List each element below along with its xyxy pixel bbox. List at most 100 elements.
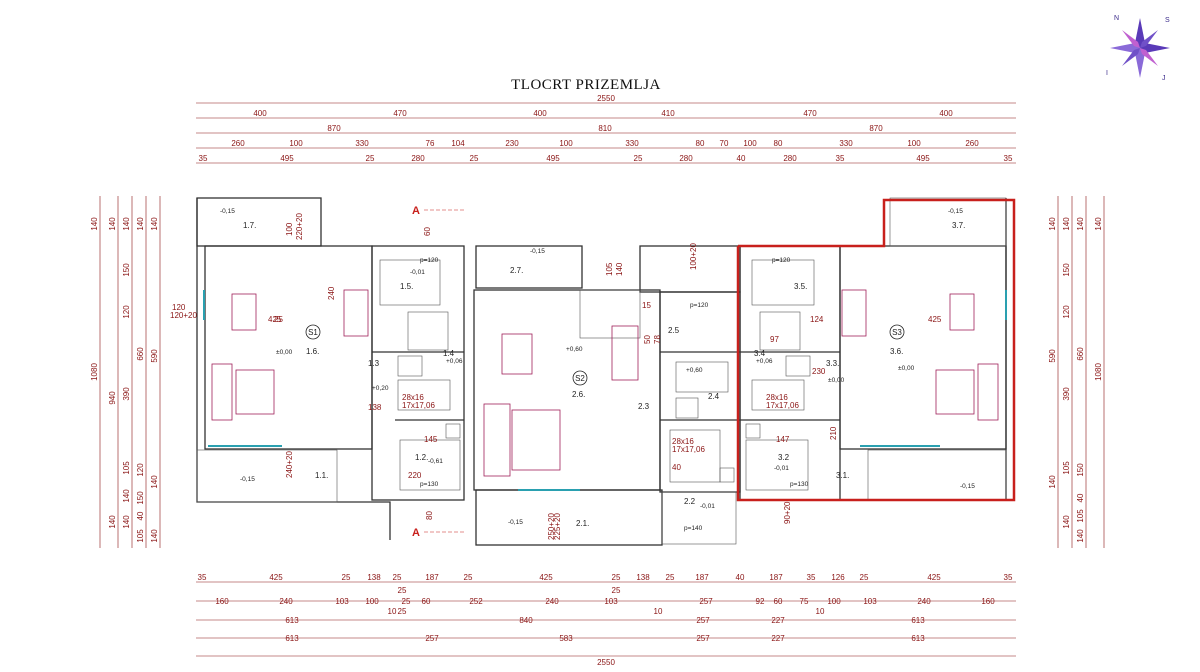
kitchen-counter-icon <box>611 325 639 381</box>
dim-bot-r3-3: 257 <box>696 616 710 625</box>
dim-top-r4-13: 35 <box>1004 154 1013 163</box>
dim-r-b4: 390 <box>1062 387 1071 401</box>
unit-markers: S1 S2 S3 <box>305 324 905 386</box>
level-1-5-p: p=120 <box>420 257 439 264</box>
dim-bot-r2-13: 92 <box>756 597 765 606</box>
dim-r-a3: 140 <box>1048 475 1057 489</box>
dim-l-c4: 390 <box>122 387 131 401</box>
room-2-7: 2.7. <box>510 266 523 275</box>
open-28: 105 <box>605 262 614 276</box>
dim-bot-r2-14: 60 <box>774 597 783 606</box>
dim-top-r3-7: 100 <box>559 139 573 148</box>
dim-bot-r2-2: 240 <box>279 597 293 606</box>
dim-bot-r2-9: 240 <box>545 597 559 606</box>
dim-bot-r1-13: 40 <box>736 573 745 582</box>
room-2-2: 2.2 <box>684 497 696 506</box>
dim-bot-r4-4: 257 <box>696 634 710 643</box>
level-1-1: -0,15 <box>240 476 255 483</box>
dim-bot-r1-1: 35 <box>198 573 207 582</box>
level-2-3: +0,60 <box>686 367 703 374</box>
stair-1b: 17x17,06 <box>402 401 435 410</box>
level-3-2-p: p=130 <box>790 481 809 488</box>
dim-top-r1-1: 400 <box>253 109 267 118</box>
dim-bot-r1-14: 187 <box>769 573 783 582</box>
dim-top-r4-7: 25 <box>634 154 643 163</box>
dim-l-d1: 140 <box>136 217 145 231</box>
dim-bot-r4-2: 257 <box>425 634 439 643</box>
dim-r-d1: 1080 <box>1094 363 1103 381</box>
left-dimension-labels: 140 1080 140 940 140 140 150 120 390 105… <box>90 217 159 543</box>
dim-bot-r2-18: 240 <box>917 597 931 606</box>
dim-l-e3: 140 <box>150 475 159 489</box>
dining-table-icon <box>501 333 533 375</box>
dim-bot-r1-5: 25 <box>393 573 402 582</box>
dim-bot-r3-2: 840 <box>519 616 533 625</box>
dim-top-r3-8: 330 <box>625 139 639 148</box>
dim-r-d2: 140 <box>1094 217 1103 231</box>
dim-bot-r1-12: 187 <box>695 573 709 582</box>
dim-l-e4: 140 <box>150 529 159 543</box>
room-3-4: 3.4 <box>754 349 766 358</box>
section-marker-top: A <box>412 205 420 217</box>
room-3-2: 3.2 <box>778 453 790 462</box>
dim-bot-r2-16: 100 <box>827 597 841 606</box>
dim-bot-r2-5: 100 <box>365 597 379 606</box>
level-markers: -0,15 -0,15 ±0,00 -0,01 p=120 +0,06 +0,2… <box>220 208 975 532</box>
dim-bot-r1-19: 35 <box>1004 573 1013 582</box>
compass-north: N <box>1114 15 1119 22</box>
dim-l-b3: 140 <box>108 515 117 529</box>
right-dimension-labels: 140 590 140 140 150 120 390 105 140 140 … <box>1048 217 1103 543</box>
dim-bot-r2-8: 252 <box>469 597 483 606</box>
dim-bot-r1-8: 425 <box>539 573 553 582</box>
dim-bot-r2-10: 103 <box>604 597 618 606</box>
dining-table-icon <box>949 293 975 331</box>
level-3-7: -0,15 <box>948 208 963 215</box>
bottom-dimension-labels: 35 425 25 138 25 187 25 425 25 138 25 18… <box>198 573 1013 667</box>
level-1-6: ±0,00 <box>276 349 293 356</box>
dim-l-c6: 140 <box>122 489 131 503</box>
level-3-3: ±0,00 <box>828 377 845 384</box>
dim-r-b6: 140 <box>1062 515 1071 529</box>
level-3-6: ±0,00 <box>898 365 915 372</box>
open-13: 147 <box>776 435 790 444</box>
open-3: 120 <box>172 303 186 312</box>
dim-bot-r1-10: 138 <box>636 573 650 582</box>
dim-bot-r2-15: 75 <box>800 597 809 606</box>
level-3-4: +0,06 <box>756 358 773 365</box>
opening-annotations: 100 220+20 120 120+20 240 240+20 60 100+… <box>170 213 942 540</box>
dim-bot-r1-18: 425 <box>927 573 941 582</box>
dim-r-c5: 105 <box>1076 509 1085 523</box>
dim-l-d5: 40 <box>136 511 145 520</box>
open-5: 240 <box>327 286 336 300</box>
open-1: 100 <box>285 222 294 236</box>
dim-bot-r4-3: 583 <box>559 634 573 643</box>
open-27: 15 <box>642 301 651 310</box>
unit-s1: S1 <box>308 328 318 337</box>
dim-top-r3-13: 330 <box>839 139 853 148</box>
dim-top-r3-2: 100 <box>289 139 303 148</box>
right-dimension-lines <box>1057 196 1105 548</box>
dim-top-r1-3: 400 <box>533 109 547 118</box>
dim-top-r3-4: 76 <box>426 139 435 148</box>
dim-bot-r1-3: 25 <box>342 573 351 582</box>
compass-west: J <box>1162 75 1166 82</box>
room-2-3: 2.3 <box>638 402 650 411</box>
room-1-7: 1.7. <box>243 221 256 230</box>
dim-bot-r4-1: 613 <box>285 634 299 643</box>
top-dimension-labels: 2550 400 470 400 410 470 400 870 810 870… <box>199 94 1013 163</box>
level-3-2: -0,01 <box>774 465 789 472</box>
sofa-icon <box>483 403 511 477</box>
left-dimension-lines <box>99 196 161 548</box>
dim-bot-r1-15: 35 <box>807 573 816 582</box>
sofa-icon <box>211 363 233 421</box>
room-1-5: 1.5. <box>400 282 413 291</box>
dim-r-b5: 105 <box>1062 461 1071 475</box>
dim-top-r4-8: 280 <box>679 154 693 163</box>
dim-l-d2: 660 <box>136 347 145 361</box>
dim-bot-r2-1: 160 <box>215 597 229 606</box>
dim-bot-r2b-3: 10 <box>654 607 663 616</box>
open-19: 425 <box>268 315 282 324</box>
level-1-2-p: p=130 <box>420 481 439 488</box>
windows <box>203 290 1007 491</box>
dim-top-r3-11: 100 <box>743 139 757 148</box>
